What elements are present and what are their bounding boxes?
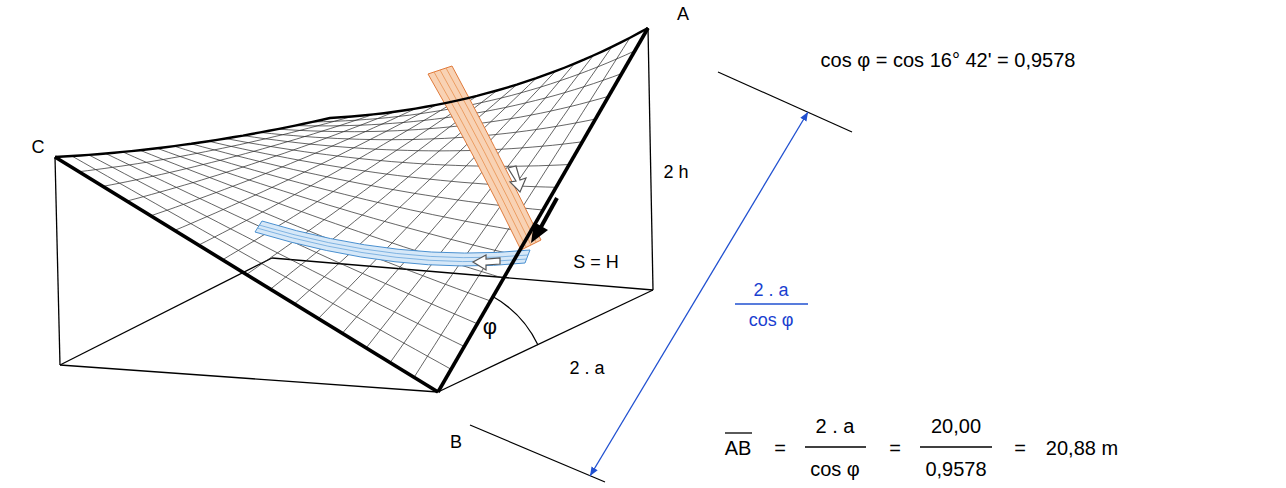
mesh-line (72, 156, 451, 369)
surface-mesh (72, 38, 635, 378)
label: 20,00 (931, 415, 981, 438)
label: = (774, 437, 786, 460)
mesh-line (342, 64, 574, 334)
label: cos φ = cos 16° 42' = 0,9578 (821, 49, 1076, 72)
ridge-edge (438, 28, 648, 392)
mesh-line (318, 71, 555, 318)
mesh-line (243, 136, 582, 151)
dimension (470, 72, 852, 482)
label: = (1014, 437, 1026, 460)
mesh-line (226, 139, 570, 167)
mesh-line (199, 101, 457, 245)
label: 0,9578 (925, 458, 986, 481)
label: C (32, 137, 45, 158)
force-arrows (473, 166, 557, 270)
label: = (889, 437, 901, 460)
load-bands (255, 66, 541, 266)
label: 20,88 m (1046, 437, 1118, 460)
surface-edges (55, 28, 648, 392)
ridge-edge (55, 157, 438, 392)
label: 2 . a (753, 280, 788, 301)
label: 2 . a (569, 358, 604, 379)
top-edge (55, 28, 648, 157)
label: φ (483, 314, 497, 339)
label: AB (725, 437, 752, 460)
mesh-line (390, 47, 612, 363)
mesh-line (414, 38, 630, 378)
label: A (677, 4, 689, 25)
label: 2 . a (816, 415, 855, 438)
label: B (450, 432, 462, 453)
mesh-line (366, 56, 593, 348)
angle-arc (492, 296, 538, 345)
label: 2 h (663, 162, 688, 183)
label: cos φ (810, 458, 860, 481)
base-lines (55, 28, 653, 392)
label: S = H (570, 252, 622, 273)
label: cos φ (749, 310, 794, 331)
